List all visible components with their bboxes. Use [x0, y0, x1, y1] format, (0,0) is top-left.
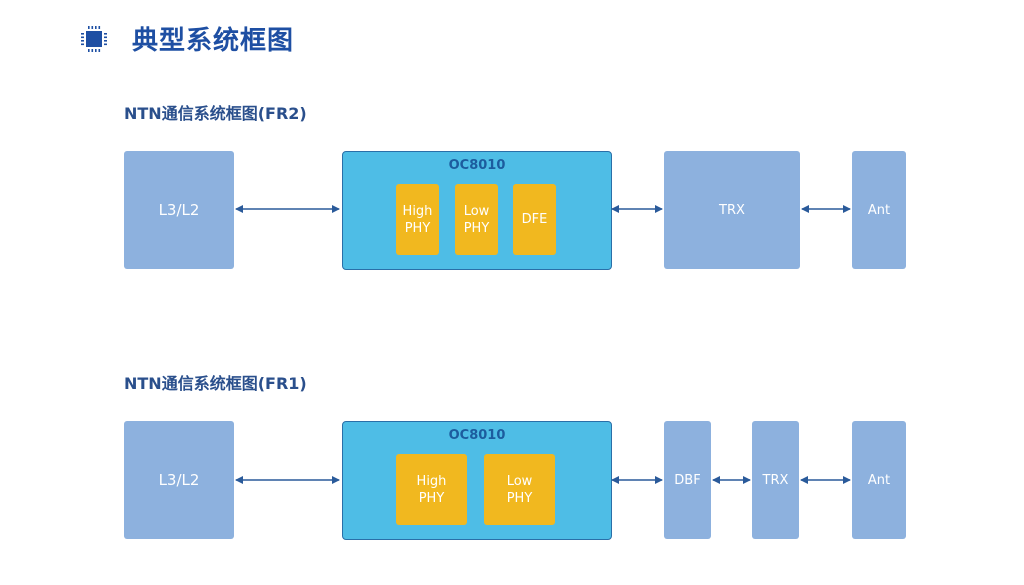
fr2-host-box: L3/L2 [124, 151, 234, 269]
fr1-trx-box: TRX [752, 421, 799, 539]
fr1-dbf-box: DBF [664, 421, 711, 539]
fr2-block-dfe: DFE [513, 184, 556, 255]
fr2-soc-box: OC8010 High PHY Low PHY DFE [342, 151, 612, 270]
fr2-soc-label: OC8010 [448, 158, 506, 173]
fr2-block-low-phy: Low PHY [455, 184, 498, 255]
fr1-ant-box: Ant [852, 421, 906, 539]
fr1-soc-label: OC8010 [448, 428, 506, 443]
fr2-ant-box: Ant [852, 151, 906, 269]
page-title: 典型系统框图 [132, 26, 295, 56]
fr1-block-low-phy: Low PHY [484, 454, 555, 525]
chip-icon [81, 26, 107, 52]
diagram-fr1-title: NTN通信系统框图(FR1) [124, 374, 307, 393]
fr1-soc-box: OC8010 High PHY Low PHY [342, 421, 612, 540]
fr1-block-high-phy: High PHY [396, 454, 467, 525]
fr1-host-box: L3/L2 [124, 421, 234, 539]
fr2-trx-box: TRX [664, 151, 800, 269]
diagram-fr2-title: NTN通信系统框图(FR2) [124, 104, 307, 123]
fr2-block-high-phy: High PHY [396, 184, 439, 255]
